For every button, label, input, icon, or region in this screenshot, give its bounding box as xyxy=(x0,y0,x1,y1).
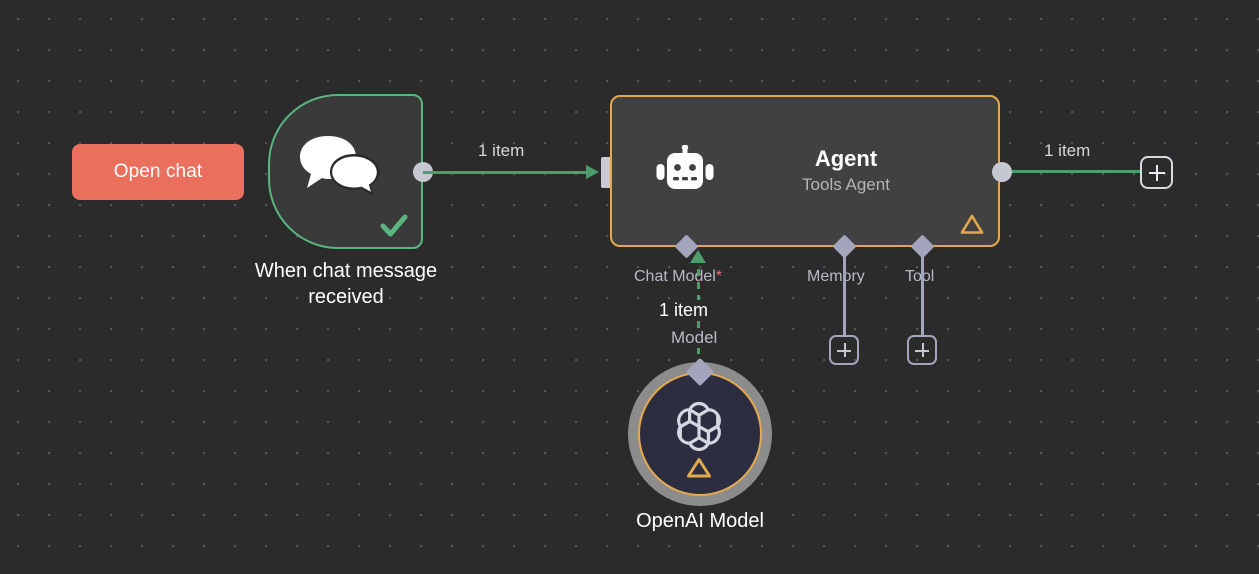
connection-agent-to-next[interactable] xyxy=(1012,170,1140,173)
sub-connector-label-chat-model: Chat Model* xyxy=(634,268,722,286)
connection-trigger-to-agent[interactable] xyxy=(423,165,603,179)
chat-bubbles-icon xyxy=(300,136,380,196)
warning-triangle-icon[interactable] xyxy=(960,213,984,235)
required-marker-icon: * xyxy=(715,268,723,285)
tool-stem-line xyxy=(921,255,924,335)
sub-connector-label-tool: Tool xyxy=(905,268,935,285)
robot-icon xyxy=(656,145,714,189)
connection-label-items-model: 1 item xyxy=(655,300,713,321)
sub-connector-label-memory: Memory xyxy=(807,268,865,285)
agent-output-endpoint[interactable] xyxy=(992,162,1012,182)
agent-title: Agent xyxy=(814,145,878,171)
agent-subtitle: Tools Agent xyxy=(802,175,890,195)
connection-label-items-trigger: 1 item xyxy=(478,141,525,160)
openai-logo-icon xyxy=(677,401,721,452)
connection-line xyxy=(423,171,588,174)
node-openai-model[interactable] xyxy=(628,362,772,506)
openai-node-body xyxy=(638,372,762,496)
node-caption-trigger: When chat message received xyxy=(254,260,438,309)
node-when-chat-message-received[interactable] xyxy=(268,94,423,249)
add-next-node-button[interactable] xyxy=(1140,156,1173,189)
node-agent[interactable]: Agent Tools Agent xyxy=(610,95,1000,247)
memory-stem-line xyxy=(843,255,846,335)
add-tool-node-button[interactable] xyxy=(907,335,937,365)
agent-text-block: Agent Tools Agent xyxy=(722,145,970,197)
connection-label-model-type: Model xyxy=(667,328,722,348)
arrow-head-icon xyxy=(586,165,599,179)
warning-triangle-icon-openai[interactable] xyxy=(686,456,712,479)
check-icon xyxy=(380,214,408,237)
add-memory-node-button[interactable] xyxy=(829,335,859,365)
open-chat-button[interactable]: Open chat xyxy=(72,144,244,200)
node-caption-openai-model: OpenAI Model xyxy=(636,510,764,532)
chat-model-text: Chat Model xyxy=(634,268,716,285)
connection-label-items-agent: 1 item xyxy=(1044,141,1091,160)
arrow-head-icon-model xyxy=(690,250,706,263)
